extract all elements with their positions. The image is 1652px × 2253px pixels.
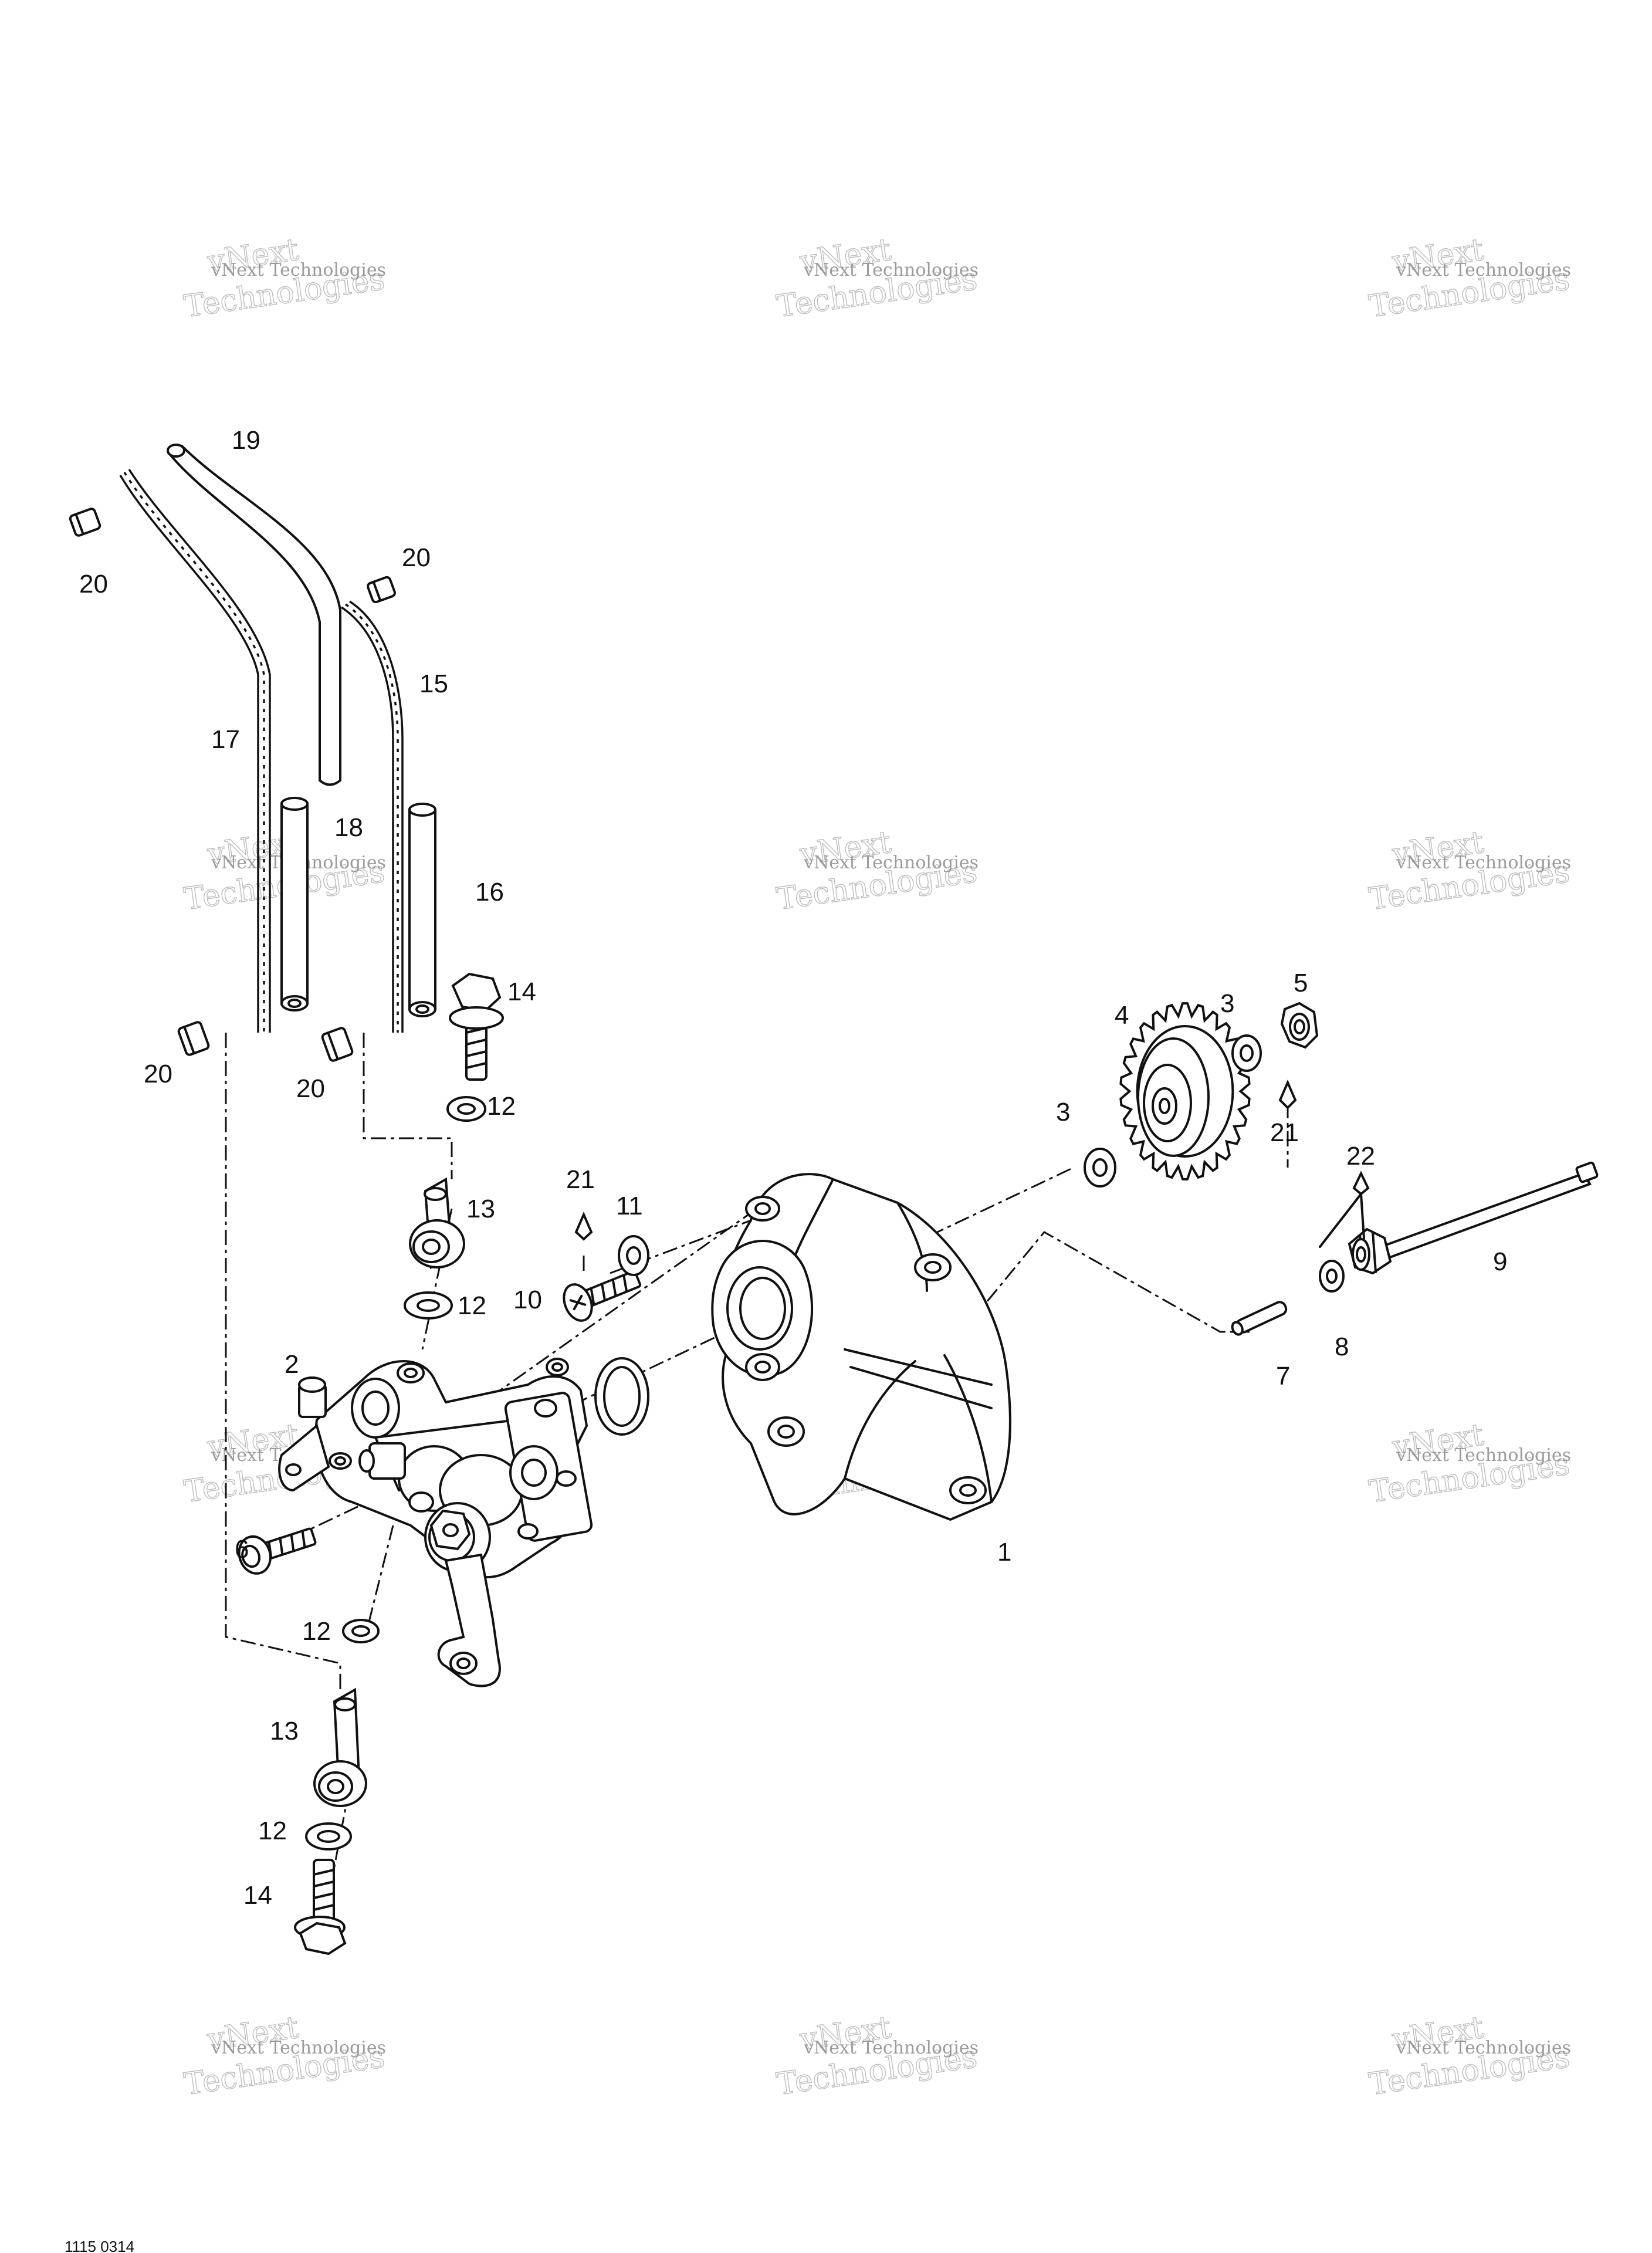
watermark-text: vNext Technologies bbox=[803, 260, 979, 280]
hose-17 bbox=[119, 469, 271, 1033]
watermark-text: vNext Technologies bbox=[1396, 260, 1571, 280]
screw-6 bbox=[238, 1527, 317, 1575]
callout-8: 8 bbox=[1335, 1332, 1349, 1361]
watermark-text: vNext Technologies bbox=[1396, 2038, 1571, 2058]
callout-12b: 12 bbox=[458, 1291, 486, 1320]
callout-5: 5 bbox=[1294, 969, 1308, 997]
callout-20d: 20 bbox=[296, 1074, 325, 1103]
clamp-20-top-left bbox=[69, 508, 101, 537]
callout-10: 10 bbox=[513, 1286, 542, 1314]
callout-12c: 12 bbox=[302, 1617, 331, 1646]
washer-12-bottom-hole bbox=[317, 1830, 340, 1843]
pump-housing-1 bbox=[711, 1173, 1011, 1521]
clamp-20-top-right bbox=[367, 576, 396, 604]
hose-19 bbox=[167, 444, 341, 786]
banjo-fitting-13-top bbox=[409, 1177, 465, 1270]
callout-12a: 12 bbox=[487, 1092, 516, 1121]
nut-5 bbox=[1280, 1002, 1319, 1049]
washer-3-upper-hole bbox=[1240, 1044, 1254, 1062]
callout-3b: 3 bbox=[1220, 989, 1234, 1018]
callout-20a: 20 bbox=[79, 570, 108, 598]
banjo-bolt-14-top bbox=[449, 972, 504, 1081]
hose-15 bbox=[341, 600, 404, 1033]
watermark-text: vNext Technologies bbox=[211, 260, 386, 280]
callout-12d: 12 bbox=[258, 1816, 287, 1845]
callout-19: 19 bbox=[232, 426, 260, 455]
callout-20c: 20 bbox=[144, 1060, 172, 1088]
callout-labels: 1 2 3 3 4 5 6 7 8 9 10 11 12 12 12 12 13… bbox=[79, 426, 1507, 1910]
callout-13a: 13 bbox=[466, 1195, 495, 1223]
callout-15: 15 bbox=[419, 669, 448, 698]
watermark-text: vNext Technologies bbox=[211, 2038, 386, 2058]
thread-locker-21 bbox=[574, 1211, 593, 1241]
callout-11: 11 bbox=[616, 1192, 643, 1220]
callout-21b: 21 bbox=[1270, 1118, 1299, 1147]
callout-16: 16 bbox=[475, 878, 504, 906]
washer-12-lower-hole bbox=[351, 1625, 370, 1637]
thread-locker-21-right bbox=[1278, 1079, 1297, 1109]
oil-pump-2 bbox=[278, 1358, 593, 1687]
callout-9: 9 bbox=[1493, 1247, 1507, 1276]
watermark-text: vNext Technologies bbox=[1396, 853, 1571, 873]
callout-2: 2 bbox=[285, 1350, 299, 1379]
diagram-code: 1115 0314 bbox=[65, 2238, 134, 2253]
leader-22b bbox=[1360, 1193, 1365, 1239]
clamp-20-bottom-right bbox=[321, 1027, 354, 1062]
callout-14a: 14 bbox=[507, 977, 536, 1006]
hose-18 bbox=[280, 797, 309, 1012]
watermark-text: vNext Technologies bbox=[1396, 1445, 1571, 1466]
washer-12-mid-hole bbox=[417, 1299, 440, 1312]
callout-6: 6 bbox=[235, 1535, 249, 1564]
callout-3a: 3 bbox=[1056, 1098, 1070, 1126]
callout-4: 4 bbox=[1115, 1001, 1129, 1030]
shaft-9 bbox=[1348, 1161, 1599, 1275]
banjo-fitting-13-lower bbox=[313, 1687, 367, 1807]
callout-1: 1 bbox=[997, 1538, 1011, 1567]
callout-13b: 13 bbox=[270, 1717, 299, 1745]
callout-20b: 20 bbox=[402, 543, 431, 572]
callout-22: 22 bbox=[1346, 1142, 1375, 1171]
hose-16 bbox=[408, 803, 436, 1017]
clamp-20-bottom-left bbox=[177, 1021, 210, 1056]
leader-22a bbox=[1319, 1193, 1362, 1248]
o-ring-inner bbox=[603, 1366, 641, 1427]
screw-10 bbox=[563, 1270, 642, 1322]
callout-21a: 21 bbox=[566, 1165, 595, 1194]
washer-8-hole bbox=[1326, 1268, 1338, 1284]
washer-11-hole bbox=[626, 1246, 641, 1265]
washer-3-lower-hole bbox=[1092, 1158, 1108, 1177]
banjo-bolt-14-bottom bbox=[294, 1859, 347, 1956]
gear-4 bbox=[1119, 1002, 1251, 1180]
watermark-text: vNext Technologies bbox=[803, 853, 979, 873]
callout-14b: 14 bbox=[243, 1881, 272, 1910]
washer-12-top-hole bbox=[457, 1103, 476, 1115]
callout-7: 7 bbox=[1276, 1362, 1290, 1391]
callout-17: 17 bbox=[211, 725, 240, 754]
pin-7 bbox=[1231, 1301, 1288, 1336]
watermark-text: vNext Technologies bbox=[803, 2038, 979, 2058]
thread-locker-22 bbox=[1352, 1171, 1370, 1196]
callout-18: 18 bbox=[334, 813, 363, 842]
